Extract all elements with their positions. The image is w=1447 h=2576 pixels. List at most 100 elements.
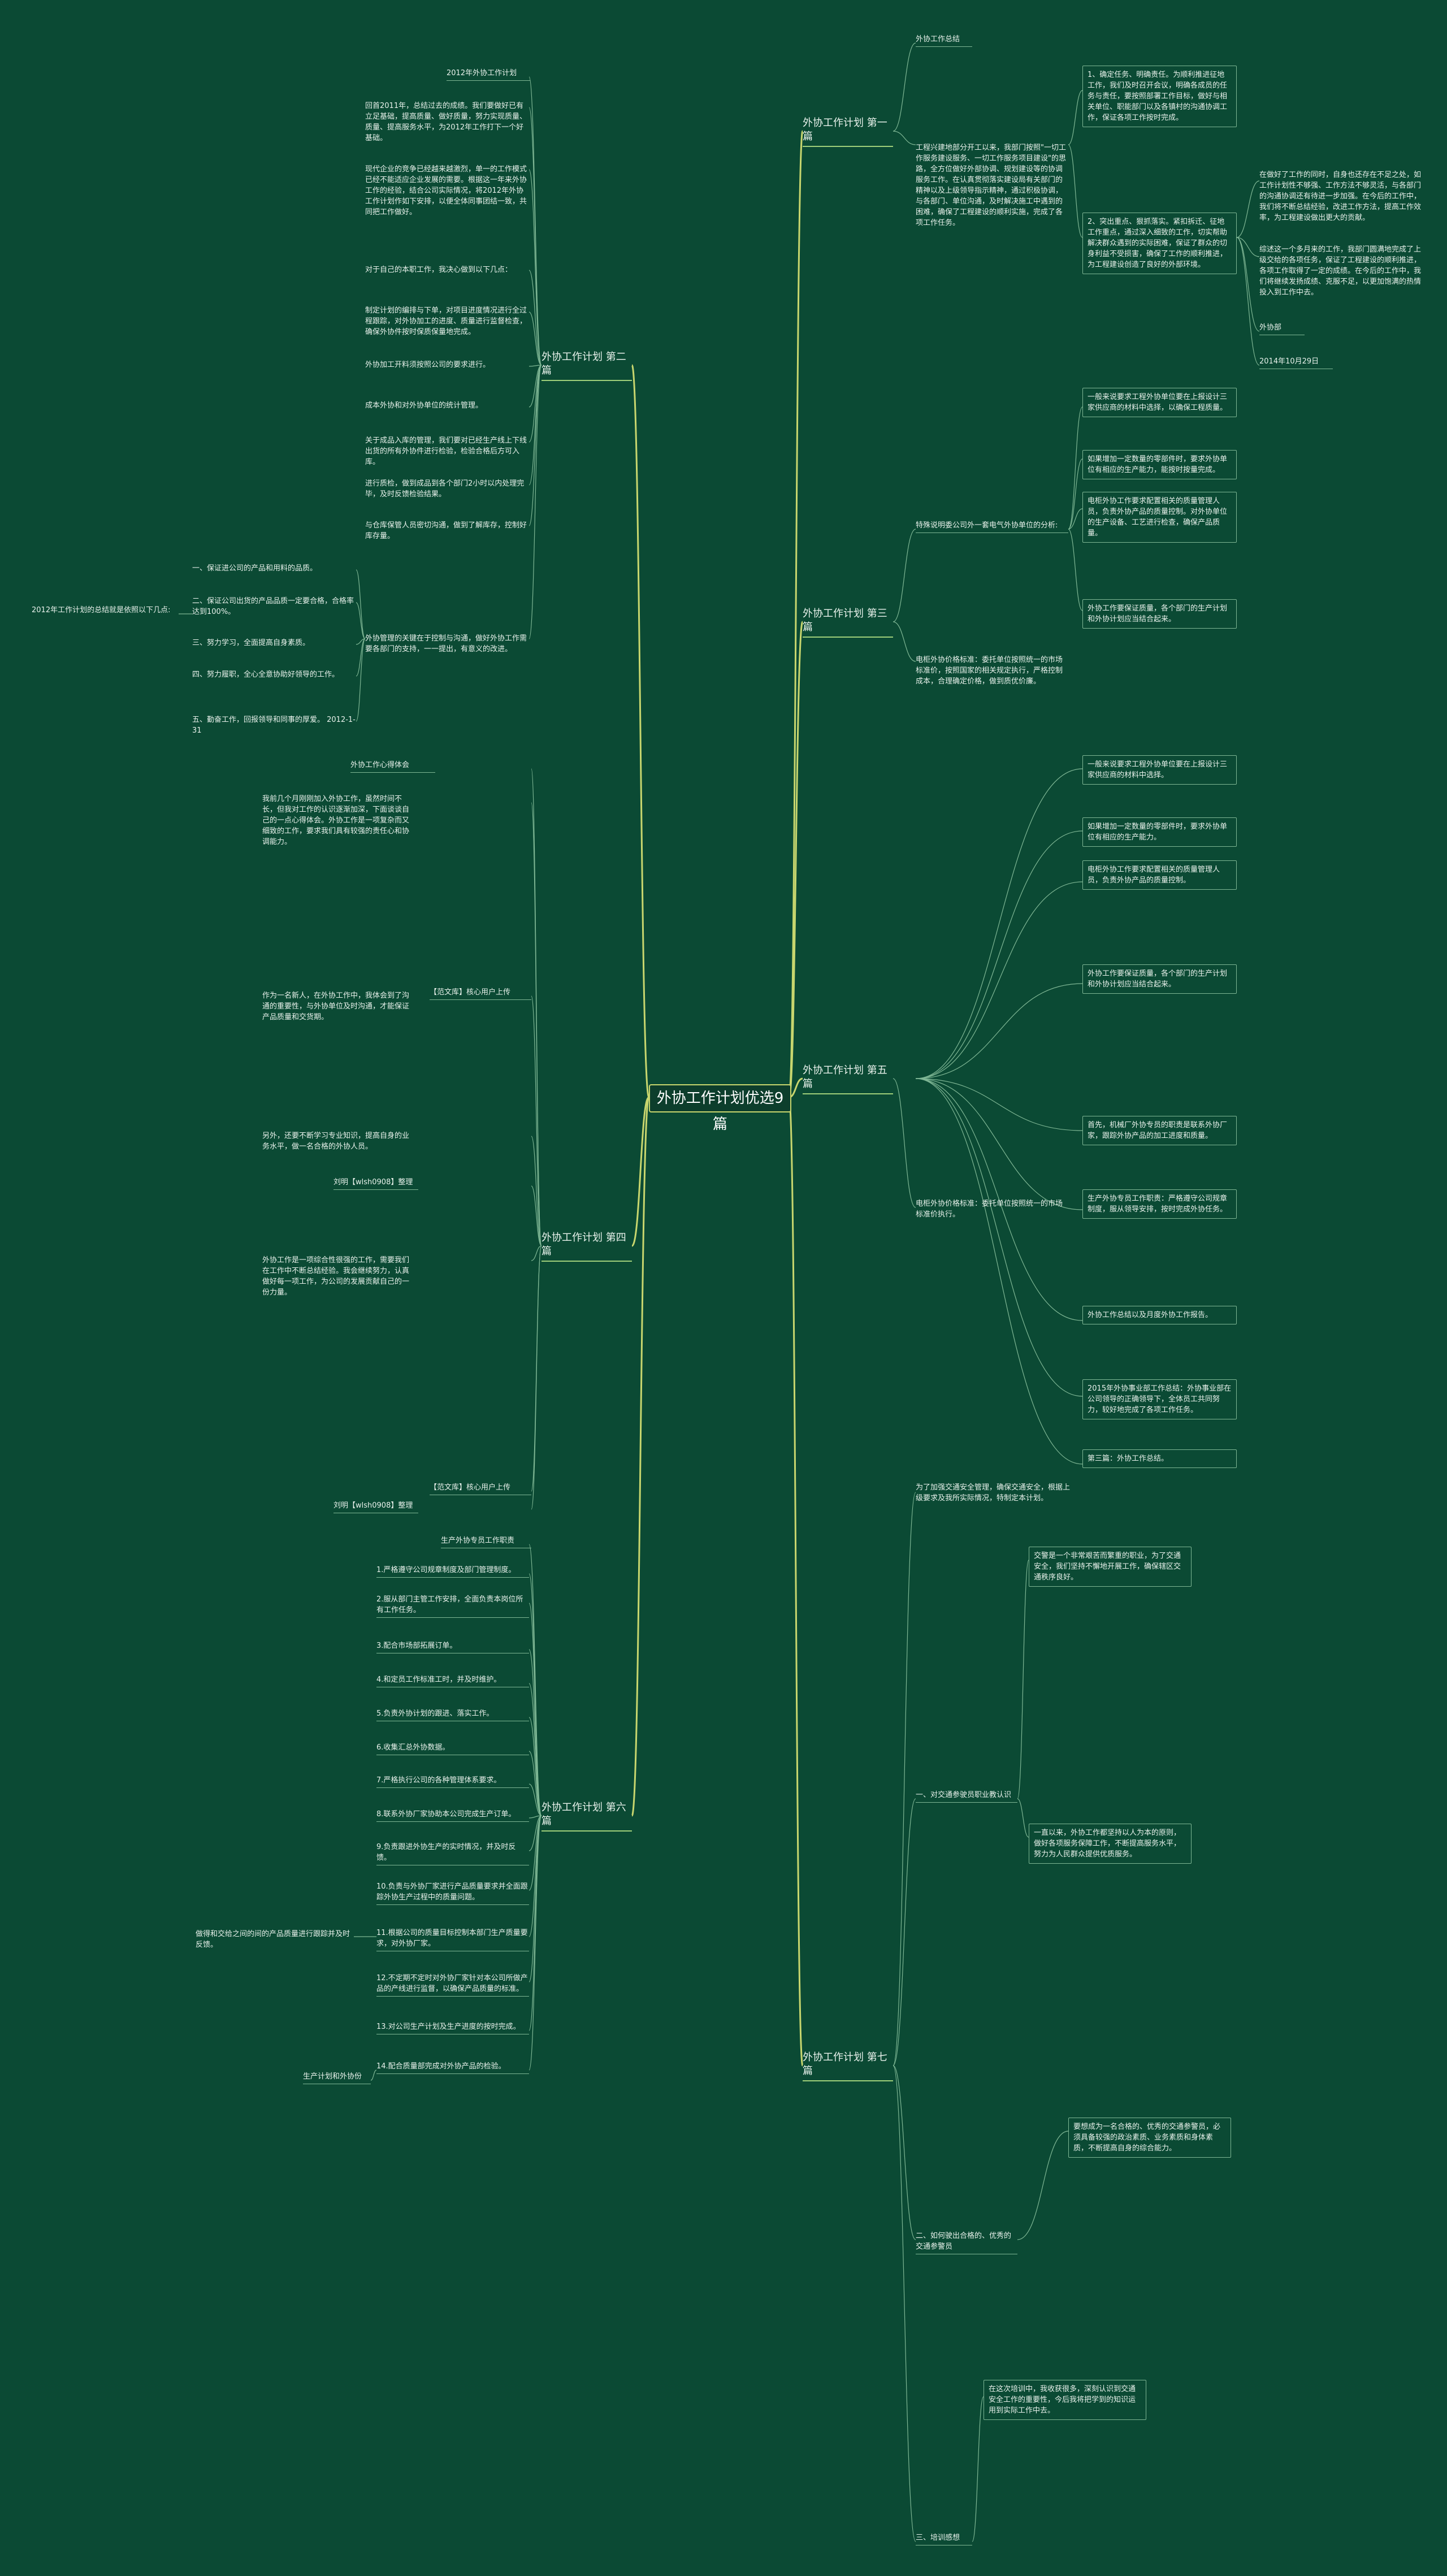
connector-line [528,1717,542,1816]
b2-item-9: 与仓库保管人员密切沟通，做到了解库存，控制好库存量。 [365,521,527,540]
b3-item-3: 电柜外协工作要求配置相关的质量管理人员，负责外协产品的质量控制。对外协单位的生产… [1082,492,1237,543]
b1-point-1: 1、确定任务、明确责任。为顺利推进征地工作，我们及时召开会议，明确各成员的任务与… [1082,66,1237,127]
connector-line [528,169,542,366]
b2-item-7: 关于成品入库的管理，我们要对已经生产线上下线出货的所有外协件进行检验，检验合格后… [365,436,527,466]
b2-item-6: 成本外协和对外协单位的统计管理。 [365,401,483,410]
connector-line [531,1245,542,1261]
b5-item-2: 如果增加一定数量的零部件时，要求外协单位有相应的生产能力。 [1082,817,1237,847]
b5-item-5: 首先，机械厂外协专员的职责是联系外协厂家，跟踪外协产品的加工进度和质量。 [1082,1116,1237,1145]
connector-line [631,1096,650,1817]
b6-item-13: 13.对公司生产计划及生产进度的按时完成。 [376,2021,529,2034]
b1-point-2: 2、突出重点、狠抓落实。紧扣拆迁、征地工作重点，通过深入细致的工作，切实帮助解决… [1082,213,1237,274]
b2-item-2: 现代企业的竞争已经越来越激烈，单一的工作模式已经不能适应企业发展的需要。根据这一… [365,165,527,217]
connector-line [356,569,366,639]
connector-line [528,311,542,366]
connector-line [788,130,804,1098]
connector-line [528,1815,542,1982]
connector-line [356,638,366,677]
connector-line [915,1078,1083,1131]
connector-line [1068,529,1083,611]
connector-line [972,2396,984,2542]
b4-tag-1: 【范文库】核心用户上传 [430,987,531,1000]
connector-line [528,1815,542,2031]
b5-item-1: 一般来说要求工程外协单位要在上报设计三家供应商的材料中选择。 [1082,755,1237,785]
connector-line [528,1815,542,2071]
branch-5: 外协工作计划 第五篇 [803,1064,893,1094]
connector-line [1068,406,1083,530]
connector-line [356,638,366,722]
connector-line [528,1815,542,1851]
b2-item-10: 外协管理的关键在于控制与沟通，做好外协工作需要各部门的支持，一一提出，有意义的改… [365,634,527,653]
b1-intro: 工程兴建地部分开工以来，我部门按照"一切工作服务建设服务、一切工作服务项目建设"… [916,144,1066,227]
b1-point-3: 在做好了工作的同时，自身也还存在不足之处，如工作计划性不够强、工作方法不够灵活，… [1259,171,1422,222]
connector-line [531,1245,542,1510]
connector-line [915,768,1083,1079]
b7-para-4: 在这次培训中，我收获很多，深刻认识到交通安全工作的重要性，今后我将把学到的知识运… [984,2380,1146,2420]
connector-line [631,364,650,1098]
connector-line [631,1096,650,1247]
b5-item-7: 外协工作总结以及月度外协工作报告。 [1082,1306,1237,1324]
b2-item-1: 回首2011年，总结过去的成绩。我们要做好已有立足基础，提高质量、做好质量，努力… [365,102,527,142]
b6-item-7: 7.严格执行公司的各种管理体系要求。 [376,1775,529,1788]
b4-text-3: 另外，还要不断学习专业知识，提高自身的业务水平，做一名合格的外协人员。 [262,1132,410,1151]
connector-line [915,983,1083,1079]
connector-line [1017,2131,1069,2240]
b2-sub-3: 三、努力学习，全面提高自身素质。 [192,639,310,647]
connector-line [528,365,542,486]
branch-6: 外协工作计划 第六篇 [541,1801,632,1832]
b7-para-1: 交警是一个非常艰苦而繁重的职业，为了交通安全，我们坚持不懈地开展工作，确保辖区交… [1029,1547,1192,1587]
branch-4: 外协工作计划 第四篇 [541,1231,632,1262]
connector-line [528,365,542,367]
connector-line [893,131,916,145]
b4-title: 外协工作心得体会 [350,760,435,773]
connector-line [531,1185,542,1246]
connector-line [915,1078,1083,1465]
b1-summary-title: 外协工作总结 [916,34,972,47]
connector-line [356,602,366,639]
connector-line [356,638,366,645]
connector-line [893,42,916,132]
connector-line [1068,458,1083,530]
connector-line [893,1078,916,1208]
connector-line [528,365,542,526]
b2-item-3: 对于自己的本职工作，我决心做到以下几点： [365,266,513,274]
connector-line [1068,144,1083,238]
b1-point-4: 综述这一个多月来的工作，我部门圆满地完成了上级交给的各项任务，保证了工程建设的顺… [1259,245,1422,297]
b6-item-6: 6.收集汇总外协数据。 [376,1742,529,1755]
b2-sub-4: 四、努力履职，全心全意协助好领导的工作。 [192,670,340,679]
connector-line [1068,90,1083,145]
b6-item-14: 14.配合质量部完成对外协产品的检验。 [376,2061,529,2074]
connector-line [1068,508,1083,530]
b6-item-4: 4.和定员工作标准工时，并及时维护。 [376,1674,529,1687]
b6-side-note: 做得和交给之间的间的产品质量进行跟踪并及时反馈。 [196,1930,350,1949]
b6-item-3: 3.配合市场部拓展订单。 [376,1640,529,1653]
b7-section-2: 二、如何驶出合格的、优秀的交通参警员 [916,2231,1017,2254]
connector-line [528,365,542,443]
branch-2: 外协工作计划 第二篇 [541,350,632,381]
connector-line [528,1815,542,1891]
b5-item-4: 外协工作要保证质量，各个部门的生产计划和外协计划应当结合起来。 [1082,964,1237,994]
b5-item-8: 2015年外协事业部工作总结：外协事业部在公司领导的正确领导下，全体员工共同努力… [1082,1379,1237,1419]
b5-item-3: 电柜外协工作要求配置相关的质量管理人员，负责外协产品的质量控制。 [1082,860,1237,890]
b6-item-2: 2.服从部门主管工作安排，全面负责本岗位所有工作任务。 [376,1594,529,1618]
b6-item-8: 8.联系外协厂家协助本公司完成生产订单。 [376,1809,529,1822]
branch-1: 外协工作计划 第一篇 [803,116,893,147]
connector-line [528,1783,542,1816]
b2-sub-title: 2012年工作计划的总结就是依照以下几点: [32,606,171,614]
connector-line [1236,180,1260,238]
b5-item-9: 第三篇：外协工作总结。 [1082,1449,1237,1468]
connector-line [370,2070,377,2081]
b3-note: 电柜外协价格标准：委托单位按照统一的市场标准价，按照国家的相关规定执行，严格控制… [916,656,1063,686]
connector-line [528,270,542,366]
branch-7: 外协工作计划 第七篇 [803,2051,893,2081]
b4-author-2: 刘明【wlsh0908】整理 [333,1500,418,1513]
connector-line [1236,237,1260,366]
connector-line [528,365,542,408]
b6-item-11: 11.根据公司的质量目标控制本部门生产质量要求，对外协厂家。 [376,1928,529,1951]
b4-tag-2: 【范文库】核心用户上传 [430,1482,531,1495]
connector-line [531,1136,542,1246]
connector-line [893,1492,916,2066]
connector-line [893,1798,916,2066]
connector-line [788,621,804,1098]
